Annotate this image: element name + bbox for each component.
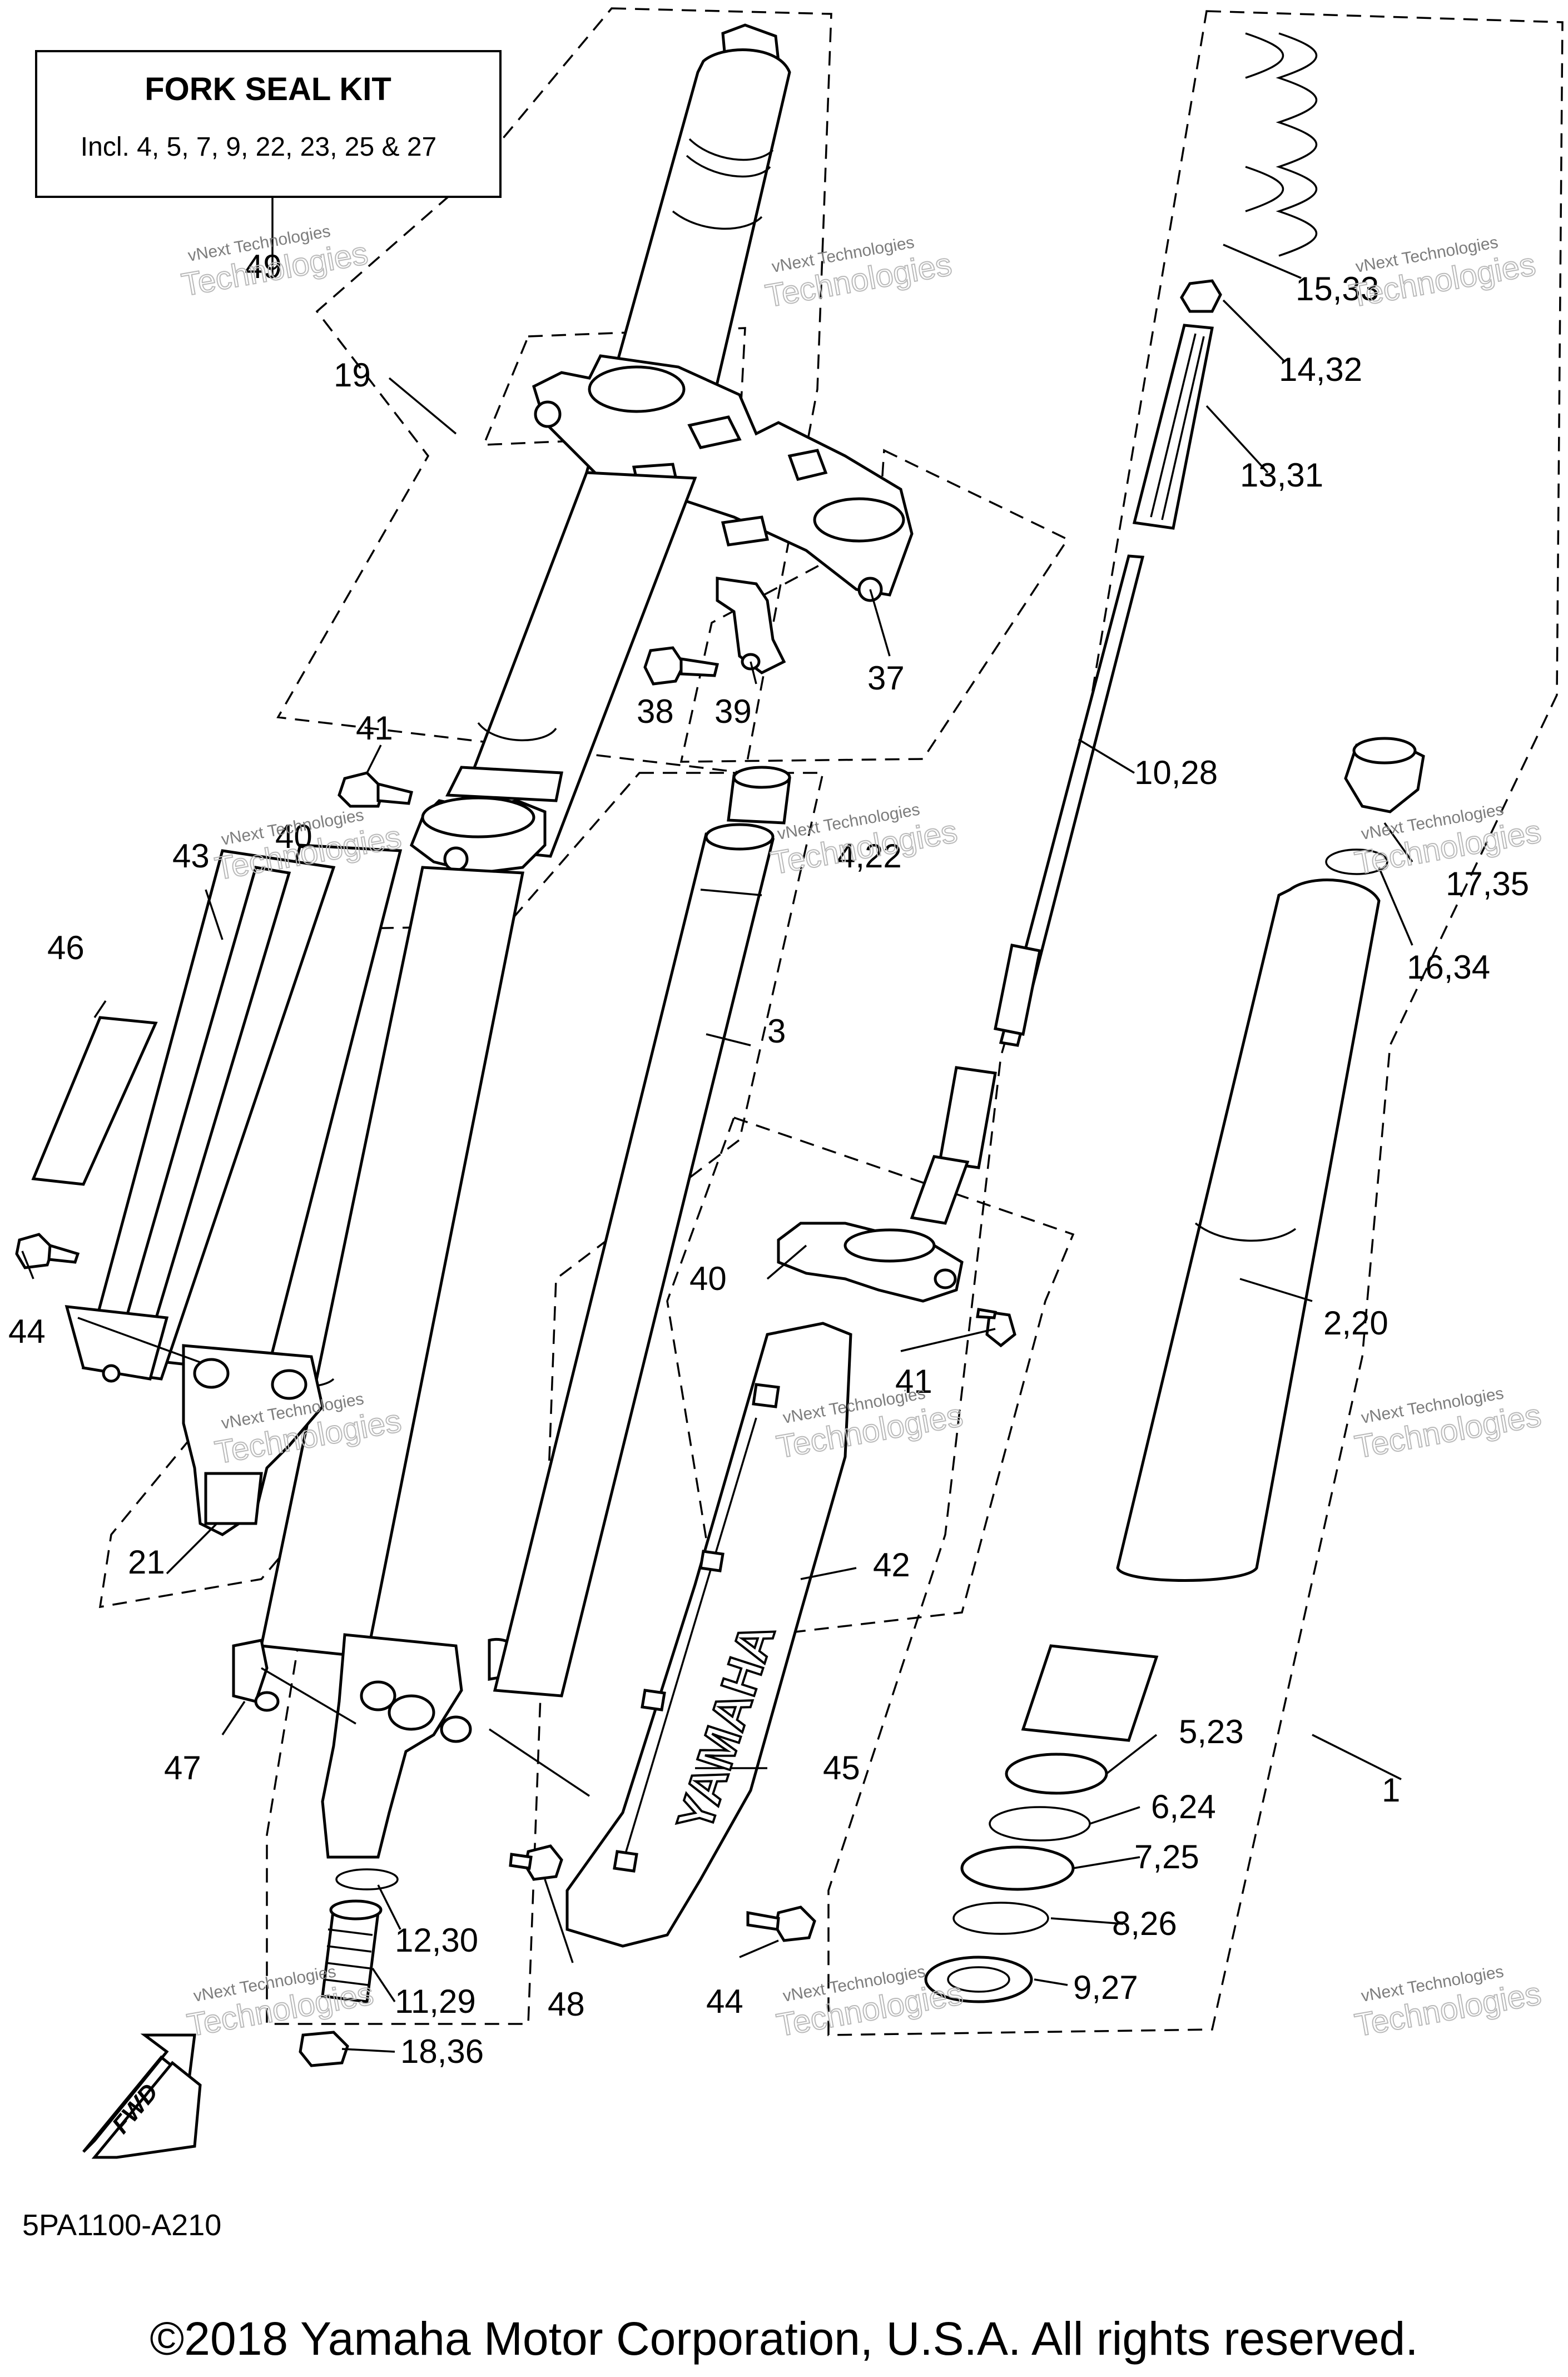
callout-37: 37	[867, 659, 905, 697]
left-lower-fork	[165, 843, 403, 1536]
callout-44-lower: 44	[706, 1983, 743, 2020]
callout-45: 45	[823, 1749, 860, 1787]
callout-47: 47	[164, 1749, 201, 1787]
callout-1: 1	[1382, 1771, 1400, 1809]
callout-6-24: 6,24	[1151, 1788, 1216, 1825]
callout-8-26: 8,26	[1112, 1905, 1177, 1942]
fwd-arrow-icon: FWD	[82, 2033, 202, 2159]
kit-title: FORK SEAL KIT	[145, 71, 391, 107]
kit-subtitle: Incl. 4, 5, 7, 9, 22, 23, 25 & 27	[81, 132, 436, 162]
callout-labels: 49 19 15,33 14,32 13,31 37 38 39 41 10,2…	[8, 248, 1529, 2070]
callout-10-28: 10,28	[1134, 754, 1218, 791]
damper-rod	[910, 32, 1425, 2003]
callout-42: 42	[873, 1546, 910, 1584]
callout-43: 43	[172, 837, 210, 875]
callout-49: 49	[245, 248, 282, 285]
callout-2-20: 2,20	[1323, 1304, 1388, 1342]
callout-14-32: 14,32	[1279, 351, 1362, 388]
callout-7-25: 7,25	[1134, 1838, 1199, 1875]
leader-lines	[21, 195, 1413, 2053]
copyright-notice: ©2018 Yamaha Motor Corporation, U.S.A. A…	[150, 2313, 1418, 2365]
callout-19: 19	[334, 356, 371, 394]
callout-41-upper: 41	[356, 709, 393, 747]
fork-seal-kit-box: FORK SEAL KIT Incl. 4, 5, 7, 9, 22, 23, …	[35, 50, 502, 198]
bolts-and-small-parts	[15, 577, 1016, 2067]
callout-4-22: 4,22	[837, 837, 902, 875]
callout-11-29: 11,29	[395, 1983, 476, 2020]
callout-13-31: 13,31	[1240, 456, 1323, 494]
diagram-code: 5PA1100-A210	[22, 2209, 221, 2242]
right-fork-guard	[565, 1322, 852, 1948]
callout-17-35: 17,35	[1446, 865, 1529, 902]
callout-9-27: 9,27	[1073, 1969, 1138, 2006]
callout-40-lower: 40	[689, 1260, 727, 1297]
callout-5-23: 5,23	[1179, 1713, 1244, 1750]
callout-3: 3	[767, 1013, 786, 1050]
plate-46	[31, 1016, 158, 1186]
callout-21: 21	[128, 1544, 165, 1581]
callout-48: 48	[548, 1986, 585, 2023]
callout-39: 39	[714, 693, 752, 730]
callout-15-33: 15,33	[1296, 270, 1379, 307]
callout-46: 46	[47, 929, 85, 966]
callout-38: 38	[637, 693, 674, 730]
callout-41-lower: 41	[895, 1363, 932, 1400]
left-fork-guard	[64, 849, 336, 1383]
callout-40-upper: 40	[275, 818, 312, 855]
callout-16-34: 16,34	[1407, 949, 1490, 986]
left-fork-assembly	[259, 23, 914, 1859]
callout-18-36: 18,36	[400, 2033, 484, 2070]
callout-44-left: 44	[8, 1313, 46, 1350]
callout-12-30: 12,30	[395, 1922, 478, 1959]
